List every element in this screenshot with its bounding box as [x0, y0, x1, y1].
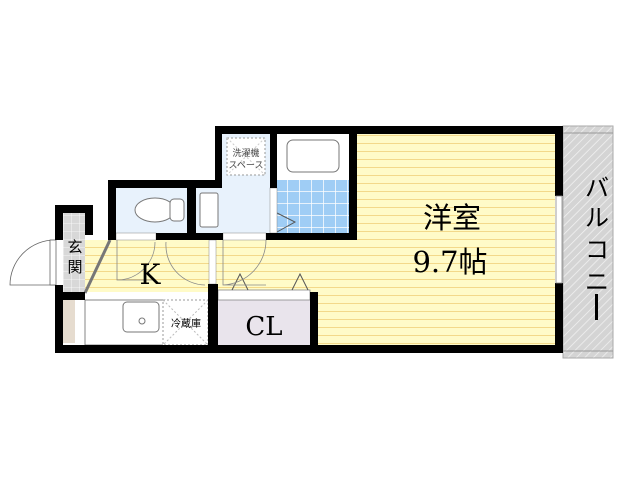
closet-label: CL [245, 312, 282, 342]
balcony-char: ル [585, 204, 609, 232]
bath-floor [277, 180, 349, 233]
balcony-char-dash [595, 294, 598, 320]
walls [55, 126, 563, 353]
washer-label: スペース [229, 161, 264, 171]
balcony-char: バ [585, 174, 609, 202]
balcony-char: コ [585, 236, 609, 264]
fridge-label: 冷蔵庫 [171, 317, 201, 330]
entrance-label: 玄 [67, 238, 82, 256]
kitchen-label: K [140, 258, 162, 291]
closet [218, 292, 310, 345]
western-room-size: 9.7帖 [412, 245, 487, 279]
balcony-char: ニ [585, 268, 609, 296]
toilet-icon [134, 197, 185, 223]
balcony: バ ル コ ニ [562, 125, 614, 359]
closet-shelf [217, 289, 311, 301]
washer-label: 洗濯機 [232, 147, 259, 159]
entrance-door-icon [9, 239, 56, 286]
washbasin-icon [199, 192, 219, 228]
entrance [63, 213, 85, 293]
balcony-window [555, 195, 563, 284]
sink-icon [122, 301, 160, 333]
western-room-floor [355, 134, 555, 345]
entrance-label: 関 [67, 258, 82, 276]
door-swings [116, 239, 267, 286]
western-room-label: 洋室 [423, 201, 481, 235]
bathtub-icon [286, 139, 340, 173]
